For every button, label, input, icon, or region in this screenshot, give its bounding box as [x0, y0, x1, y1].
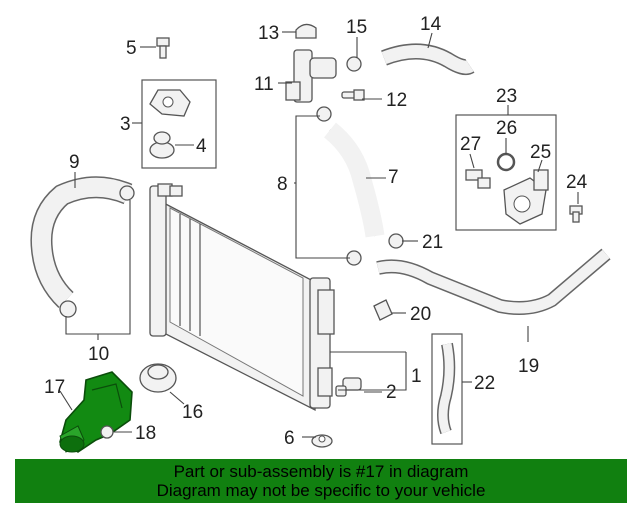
- callout-24: 24: [566, 172, 588, 193]
- callout-21: 21: [422, 232, 443, 253]
- callout-14: 14: [420, 14, 442, 35]
- callout-1: 1: [411, 366, 422, 387]
- hose-22-box: [431, 333, 463, 445]
- banner-line-2: Diagram may not be specific to your vehi…: [156, 481, 486, 500]
- banner-line-1: Part or sub-assembly is #17 in diagram: [173, 462, 469, 481]
- callout-19: 19: [518, 356, 539, 377]
- callout-3: 3: [120, 114, 131, 135]
- clamp-upper: [316, 106, 332, 122]
- drain-plug: [335, 377, 362, 397]
- housing-bolt: [100, 425, 114, 439]
- rubber-mount: [149, 131, 175, 159]
- callout-8: 8: [277, 174, 288, 195]
- mount-bracket: [149, 89, 191, 117]
- nut: [311, 434, 333, 448]
- thermostat: [139, 363, 177, 393]
- radiator-cap: [295, 23, 317, 39]
- callout-9: 9: [69, 152, 80, 173]
- callout-11: 11: [254, 74, 274, 95]
- callout-22: 22: [474, 373, 495, 394]
- clamp-15: [346, 56, 362, 72]
- callout-18: 18: [135, 423, 156, 444]
- bypass-hose-fill: [381, 44, 474, 74]
- callout-16: 16: [182, 402, 203, 423]
- bracket-group-box: [141, 79, 217, 169]
- water-outlet: [285, 49, 337, 103]
- callout-4: 4: [196, 136, 207, 157]
- pipe-bracket: [373, 299, 393, 321]
- info-banner: Part or sub-assembly is #17 in diagram D…: [15, 459, 627, 503]
- temp-sensor: [465, 169, 491, 189]
- bleed-bolt: [341, 89, 365, 101]
- bolt: [156, 37, 170, 59]
- leader-lines: [59, 31, 579, 438]
- callout-26: 26: [496, 118, 517, 139]
- callout-27: 27: [460, 134, 481, 155]
- callout-20: 20: [410, 304, 431, 325]
- lower-hose-fill: [31, 177, 132, 307]
- callout-12: 12: [386, 90, 407, 111]
- callout-17: 17: [44, 377, 65, 398]
- gasket: [496, 152, 516, 172]
- water-pipe-fill: [376, 249, 610, 314]
- callout-23: 23: [496, 86, 517, 107]
- radiator: [149, 183, 335, 412]
- upper-hose-fill: [323, 122, 385, 238]
- callout-2: 2: [386, 382, 397, 403]
- heater-hose-fill: [438, 343, 454, 434]
- callout-7: 7: [388, 167, 399, 188]
- callout-6: 6: [284, 428, 295, 449]
- bolt-24: [569, 205, 583, 223]
- thermostat-housing[interactable]: [59, 371, 133, 453]
- callout-labels: 1 2 3 4 5 6 7 8 9 10 11 12 13 14 15 16 1…: [44, 14, 588, 449]
- callout-15: 15: [346, 17, 367, 38]
- callout-13: 13: [258, 23, 279, 44]
- water-pump-housing: [503, 169, 549, 225]
- callout-25: 25: [530, 142, 551, 163]
- pump-group-box: [455, 114, 557, 231]
- clamp-9a: [119, 185, 135, 201]
- callout-5: 5: [126, 38, 137, 59]
- clamp-9b: [59, 300, 77, 318]
- callout-10: 10: [88, 344, 109, 365]
- nut-21: [388, 233, 404, 249]
